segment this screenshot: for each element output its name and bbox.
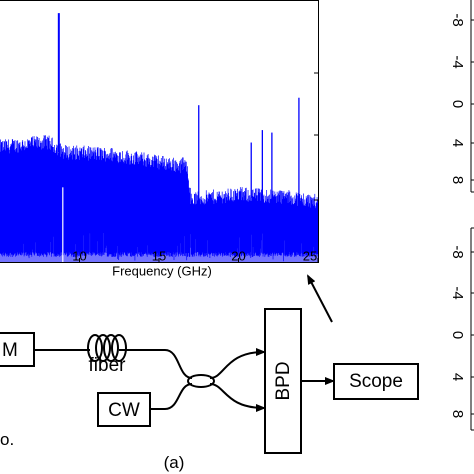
right-top-tick: -4 xyxy=(449,55,466,68)
scope-box xyxy=(333,363,419,400)
right-bottom-tick: 4 xyxy=(449,373,466,381)
x-tick-label: 25 xyxy=(303,249,317,264)
right-top-axis: -8 -4 0 4 8 xyxy=(449,0,474,193)
x-tick-label: 10 xyxy=(72,249,86,264)
text-fragment: o. xyxy=(0,430,14,449)
scope-label: Scope xyxy=(349,371,403,392)
right-top-tick: -8 xyxy=(449,13,466,26)
fiber-spool-icon xyxy=(87,334,103,362)
plot-frame xyxy=(0,0,319,263)
right-edge-ticks xyxy=(314,72,318,201)
cw-to-coupler xyxy=(150,383,193,410)
spectrum-noise xyxy=(0,135,318,262)
right-top-tick: 4 xyxy=(449,139,466,147)
coupler-to-bpd-lower xyxy=(209,383,266,412)
right-bottom-tick: -4 xyxy=(449,286,466,299)
x-tick-label: 20 xyxy=(231,249,245,264)
optical-coupler xyxy=(187,374,215,388)
right-bottom-tick: -8 xyxy=(449,245,466,258)
modulator-label: M xyxy=(2,340,18,361)
right-top-tick: 0 xyxy=(449,100,466,108)
pointer-arrow xyxy=(307,274,333,323)
fiber-spool-icon xyxy=(111,334,127,362)
bpd-label: BPD xyxy=(273,361,294,400)
right-bottom-tick: 0 xyxy=(449,331,466,339)
figure-caption: (a) xyxy=(164,453,185,472)
spectrum-plot: 10 15 20 25 Frequency (GHz) xyxy=(0,0,319,279)
right-bottom-axis: -8 -4 0 4 8 xyxy=(449,227,474,431)
coupler-to-bpd-upper xyxy=(209,348,266,379)
x-axis-ticks: 10 15 20 25 xyxy=(72,249,319,264)
right-top-tick: 8 xyxy=(449,176,466,184)
cw-label: CW xyxy=(108,400,140,421)
fiber-spool-icon xyxy=(103,334,119,362)
fiber-spool-icon xyxy=(95,334,111,362)
x-tick-label: 15 xyxy=(152,249,166,264)
x-axis-label: Frequency (GHz) xyxy=(112,264,212,279)
setup-schematic xyxy=(0,274,419,454)
spectrum-trace xyxy=(0,13,318,262)
fiber-label: fiber xyxy=(89,355,127,376)
right-bottom-tick: 8 xyxy=(449,410,466,418)
fiber-to-coupler xyxy=(119,349,193,379)
